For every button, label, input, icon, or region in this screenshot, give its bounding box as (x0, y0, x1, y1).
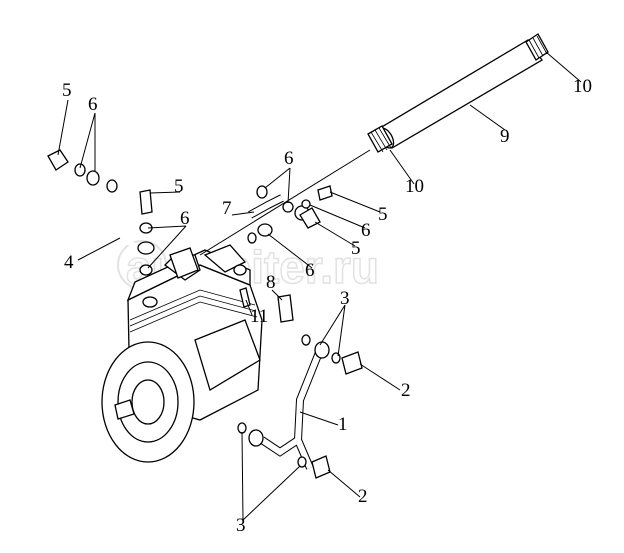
label-6: 6 (284, 148, 294, 169)
hose-10-upper (525, 33, 549, 61)
leader-lines (57, 51, 582, 521)
label-6: 6 (305, 260, 315, 281)
label-1: 1 (338, 414, 348, 435)
label-5: 5 (351, 238, 361, 259)
label-10: 10 (573, 76, 592, 97)
label-3: 3 (340, 288, 350, 309)
hose-10-lower (367, 125, 393, 153)
pipe-7 (169, 149, 371, 323)
label-4: 4 (64, 252, 74, 273)
label-8: 8 (266, 272, 276, 293)
compressor (101, 244, 263, 463)
part-labels: 5 6 5 6 4 7 6 5 6 5 6 8 11 3 2 1 2 3 9 1… (62, 76, 592, 536)
label-7: 7 (222, 198, 232, 219)
label-10: 10 (405, 176, 424, 197)
label-5: 5 (62, 80, 72, 101)
pipe-1 (237, 334, 363, 479)
label-5: 5 (174, 176, 184, 197)
label-3: 3 (236, 515, 246, 536)
pipe-9 (367, 33, 549, 153)
label-5: 5 (378, 204, 388, 225)
label-6: 6 (361, 220, 371, 241)
label-2: 2 (401, 380, 411, 401)
label-6: 6 (180, 208, 190, 229)
pipe-4 (47, 149, 155, 276)
label-2: 2 (358, 486, 368, 507)
label-9: 9 (500, 126, 510, 147)
label-11: 11 (250, 306, 268, 327)
label-6: 6 (88, 94, 98, 115)
